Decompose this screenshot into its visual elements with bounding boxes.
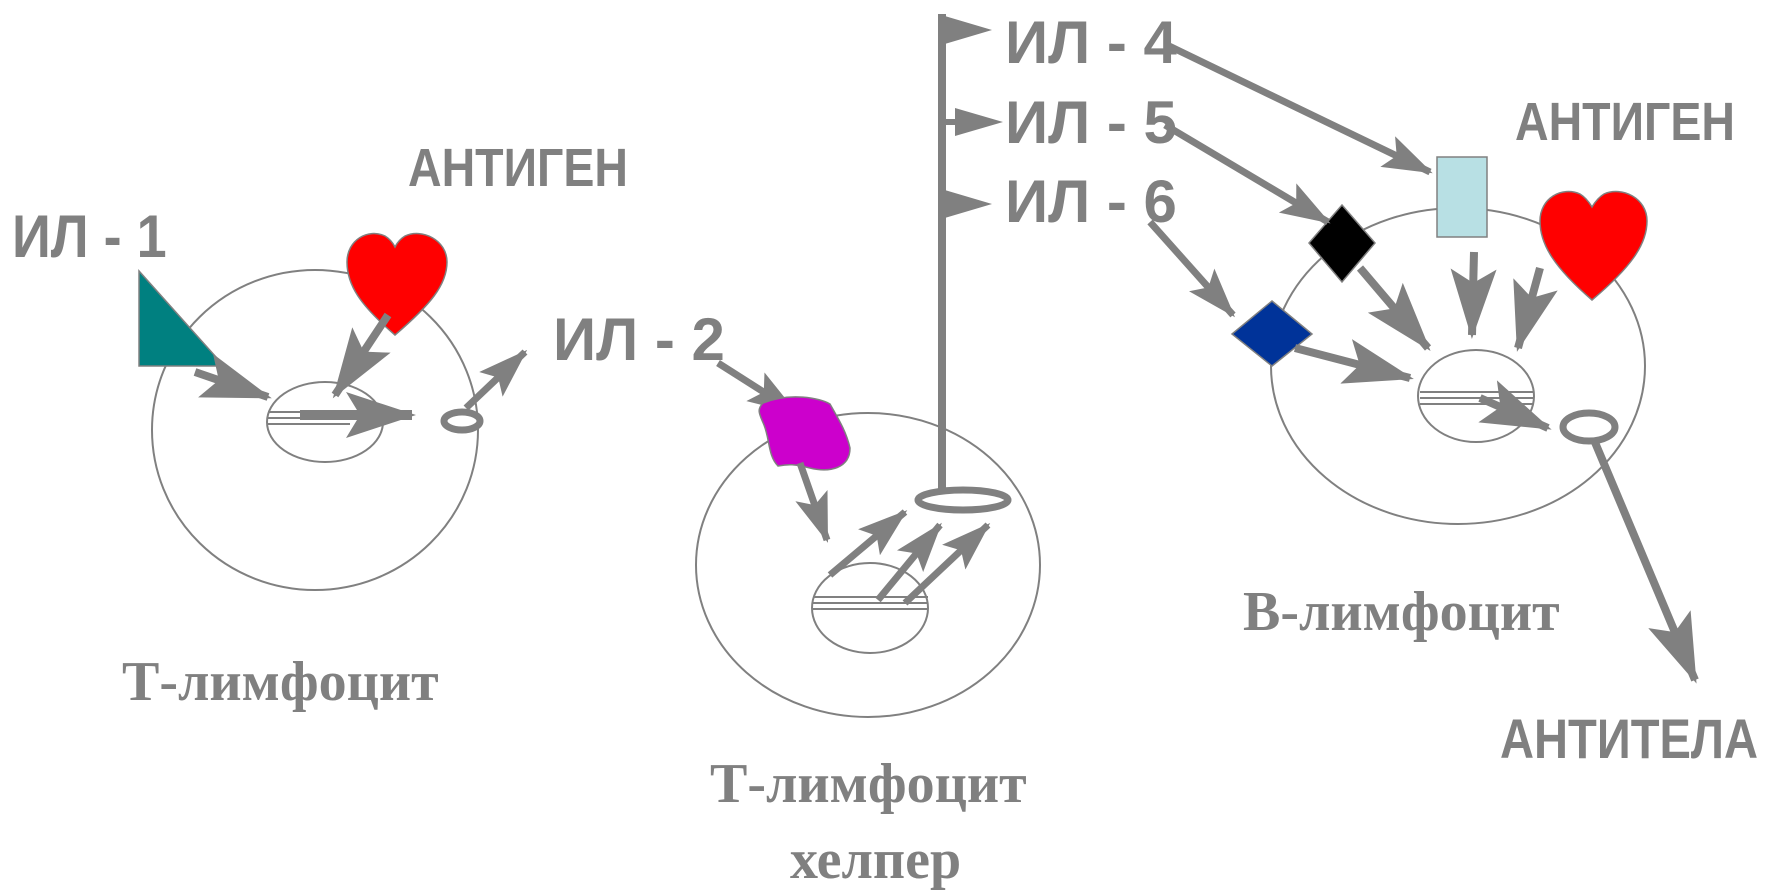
nucleus-output-arrow-right [1478,380,1552,432]
t-helper-group [695,14,1041,718]
il5-label: ИЛ - 5 [1005,89,1177,156]
il2-receptor-blob-icon [758,396,851,471]
b-lymphocyte-nucleus [1417,349,1535,443]
b-lymphocyte-label: В-лимфоцит [1243,581,1560,643]
antibody-secretion-arrow [1590,438,1699,684]
t-helper-label-line1: Т-лимфоцит [710,753,1027,815]
t-lymphocyte-cell [151,269,479,591]
nucleus-output-arrow-2 [875,522,943,603]
t-lymphocyte-nucleus [266,381,384,463]
il5-flag-icon [955,108,1003,136]
t-lymphocyte-label: Т-лимфоцит [122,651,439,713]
il4-receptor-rectangle-icon [1436,156,1488,238]
il6-to-receptor-arrow [1147,219,1236,318]
antigen-to-nucleus-arrow [1513,266,1558,352]
il6-label: ИЛ - 6 [1005,168,1177,235]
nucleus-output-arrow-1 [827,509,908,578]
nucleus-output-arrow-3 [902,522,991,606]
il6-receptor-to-nucleus-arrow [1293,339,1414,384]
b-lymphocyte-ring-icon [1559,409,1619,445]
il2-label: ИЛ - 2 [553,306,725,373]
b-lymphocyte-group [1147,40,1699,684]
il6-receptor-diamond-icon [1230,300,1314,367]
il2-secretion-arrow [463,349,528,411]
antigen-signal-arrow [331,312,392,399]
il4-flag-icon [938,14,992,46]
il1-receptor-triangle-icon [138,269,226,367]
b-lymphocyte-dna-lines [1420,391,1534,405]
antigen-label-right: АНТИГЕН [1515,92,1735,152]
il5-to-receptor-arrow [1163,121,1331,226]
il4-receptor-to-nucleus-arrow [1450,251,1497,339]
il6-flag-icon [938,188,992,220]
il1-label: ИЛ - 1 [12,203,167,270]
il5-receptor-to-nucleus-arrow [1356,265,1432,352]
antigen-heart-icon [346,232,448,336]
t-lymphocyte-group [138,232,528,591]
antigen-label-left: АНТИГЕН [408,138,628,198]
il4-label: ИЛ - 4 [1005,9,1178,76]
il4-to-receptor-arrow [1163,40,1433,176]
antigen-heart-icon-right [1539,190,1648,301]
t-helper-ring-icon [914,486,1012,514]
t-lymphocyte-ring-icon [440,408,484,434]
receptor-to-nucleus-arrow [795,461,831,543]
t-helper-label-line2: хелпер [790,829,961,890]
t-helper-cell [695,412,1041,718]
antibodies-label: АНТИТЕЛА [1500,707,1758,770]
il1-signal-arrow [193,353,272,401]
